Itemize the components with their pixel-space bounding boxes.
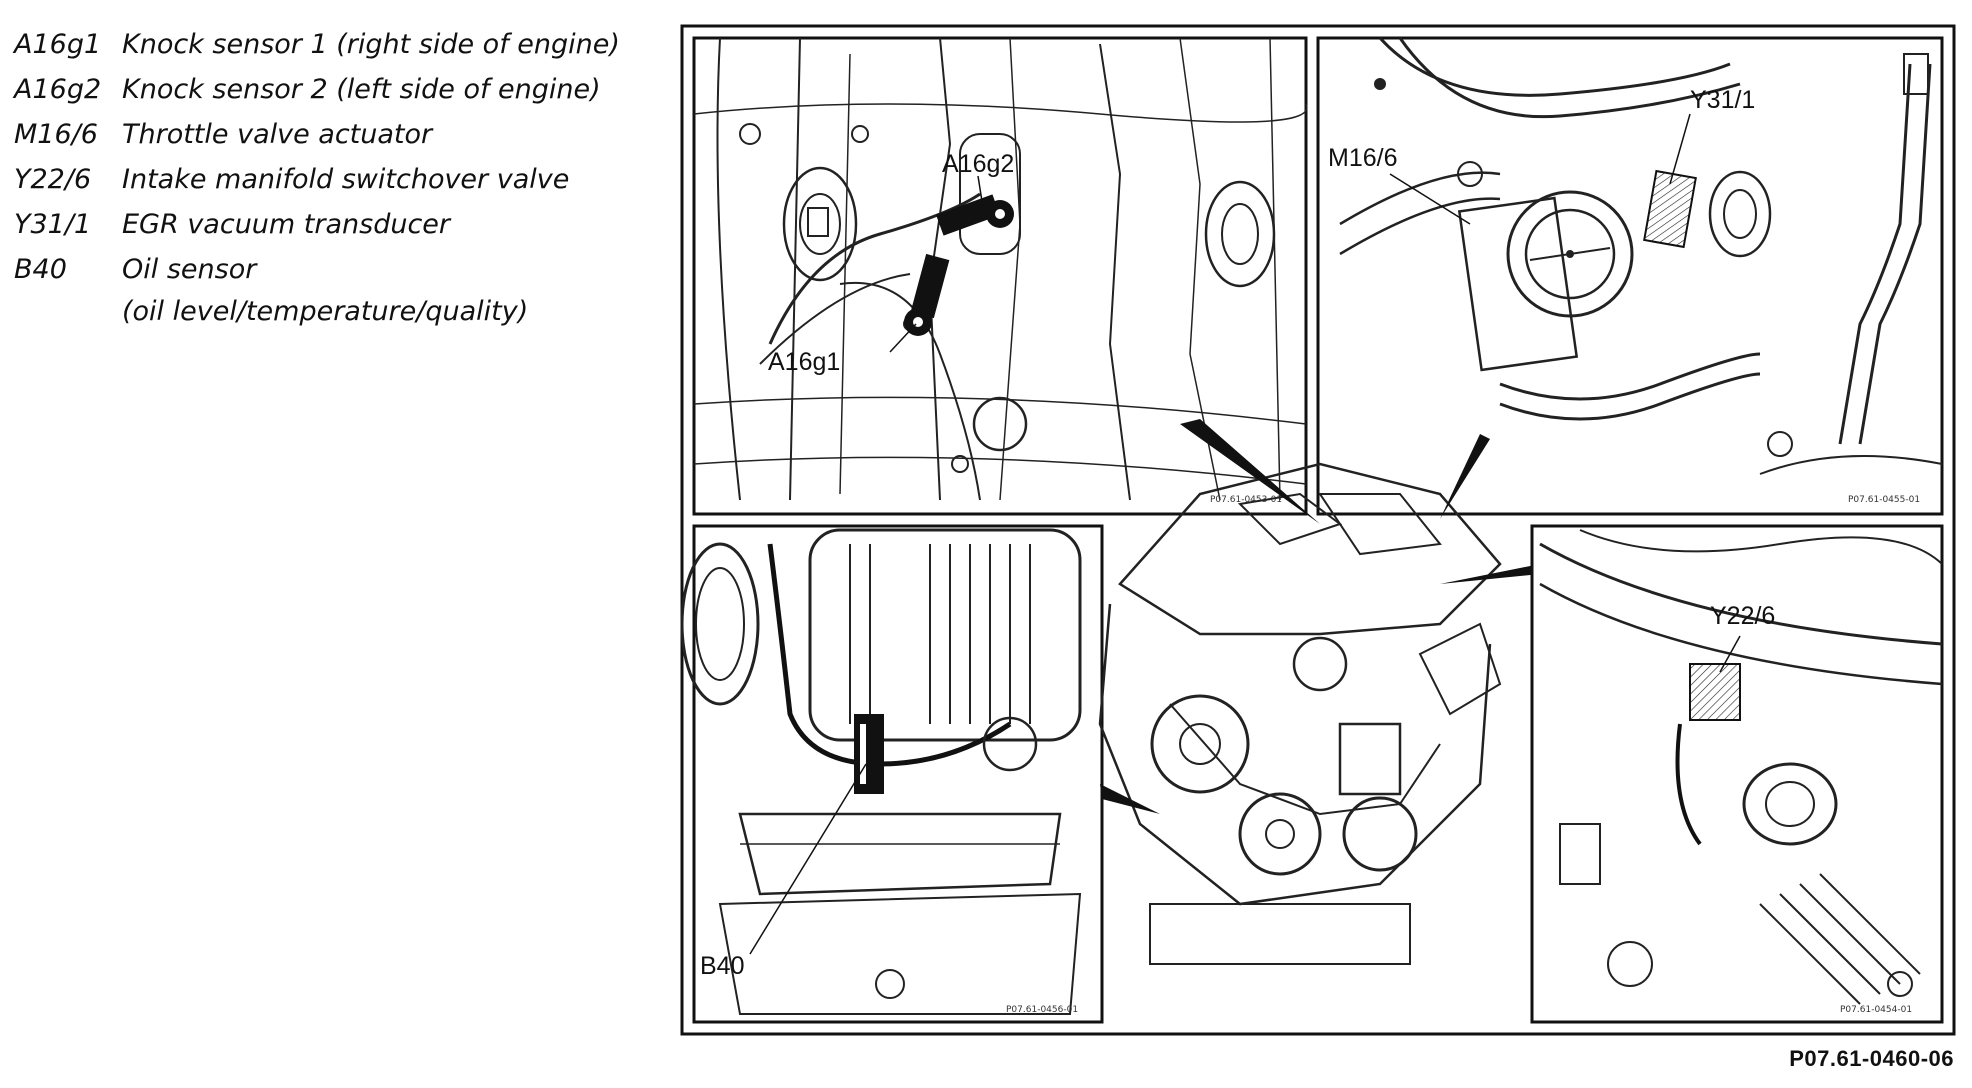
legend-continuation: (oil level/temperature/quality) <box>122 296 529 327</box>
oil-sensor-marker <box>854 714 884 794</box>
legend-row-b40: B40 Oil sensor <box>14 247 654 292</box>
legend-description: Knock sensor 1 (right side of engine) <box>122 29 620 60</box>
legend-description: Knock sensor 2 (left side of engine) <box>122 74 601 105</box>
panel-ref-bottom-right: P07.61-0454-01 <box>1840 1005 1912 1015</box>
engine-component-diagram: A16g2 A16g1 P07.61-0453-01 <box>680 24 1956 1036</box>
panel-ref-top-left: P07.61-0453-01 <box>1210 495 1282 505</box>
figure-number: P07.61-0460-06 <box>1789 1046 1954 1071</box>
legend-row-y22-6: Y22/6 Intake manifold switchover valve <box>14 157 654 202</box>
throttle-body <box>1457 190 1634 372</box>
legend-description: EGR vacuum transducer <box>122 209 451 240</box>
legend-code: Y22/6 <box>14 164 92 195</box>
legend-code: A16g2 <box>14 74 102 105</box>
legend-description: Throttle valve actuator <box>122 119 433 150</box>
panel-ref-top-right: P07.61-0455-01 <box>1848 495 1920 505</box>
callout-y22-6: Y22/6 <box>1710 602 1775 630</box>
callout-b40: B40 <box>700 952 744 980</box>
legend-code: M16/6 <box>14 119 98 150</box>
panel-oil-sensor: B40 P07.61-0456-01 <box>680 524 1104 1024</box>
callout-y31-1: Y31/1 <box>1690 86 1755 114</box>
switchover-valve-marker <box>1689 663 1838 846</box>
panel-switchover-valve: Y22/6 P07.61-0454-01 <box>1530 524 1944 1024</box>
callout-a16g1: A16g1 <box>768 348 840 376</box>
legend-row-a16g2: A16g2 Knock sensor 2 (left side of engin… <box>14 67 654 112</box>
legend-row-a16g1: A16g1 Knock sensor 1 (right side of engi… <box>14 22 654 67</box>
callout-m16-6: M16/6 <box>1328 144 1397 172</box>
panel-knock-sensors: A16g2 A16g1 P07.61-0453-01 <box>692 36 1308 516</box>
panel-throttle-egr: M16/6 Y31/1 P07.61-0455-01 <box>1316 36 1944 516</box>
legend-code: B40 <box>14 254 67 285</box>
knock-sensor-2-marker <box>936 194 1014 236</box>
legend-row-y31-1: Y31/1 EGR vacuum transducer <box>14 202 654 247</box>
egr-transducer <box>1643 169 1772 258</box>
legend-description: Oil sensor <box>122 254 257 285</box>
legend: A16g1 Knock sensor 1 (right side of engi… <box>14 22 654 332</box>
alternator <box>808 528 1082 742</box>
legend-code: Y31/1 <box>14 209 92 240</box>
engine-overview <box>1098 419 1540 965</box>
callout-a16g2: A16g2 <box>942 150 1014 178</box>
legend-code: A16g1 <box>14 29 102 60</box>
legend-description: Intake manifold switchover valve <box>122 164 570 195</box>
legend-row-m16-6: M16/6 Throttle valve actuator <box>14 112 654 157</box>
panel-ref-bottom-left: P07.61-0456-01 <box>1006 1005 1078 1015</box>
diagram-canvas: A16g2 A16g1 P07.61-0453-01 <box>680 24 1956 1036</box>
